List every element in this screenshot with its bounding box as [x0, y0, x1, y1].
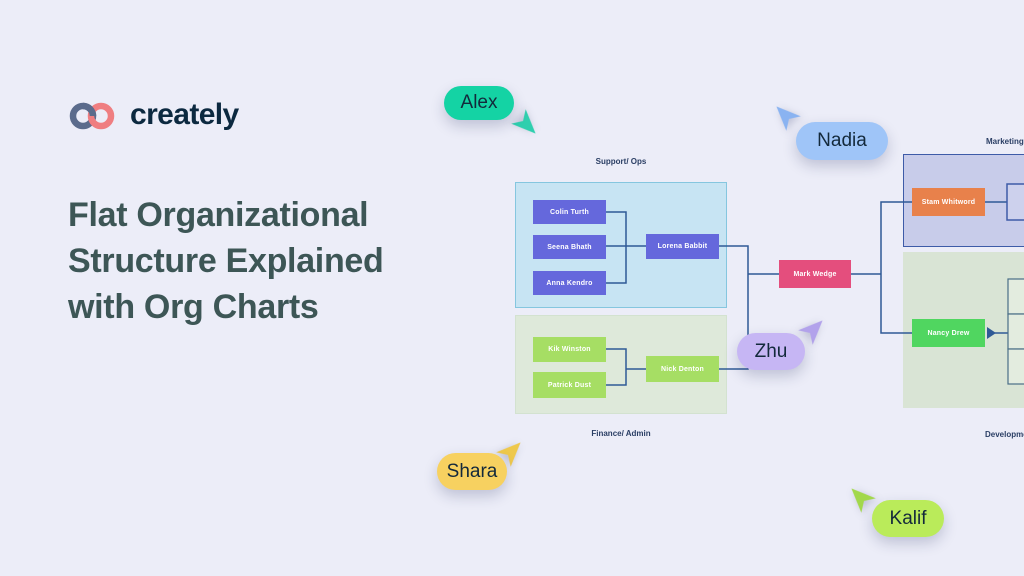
org-node-kik-winston: Kik Winston — [533, 337, 606, 362]
collaborator-pill-shara: Shara — [437, 453, 507, 490]
org-node-anna-kendro: Anna Kendro — [533, 271, 606, 295]
collaborator-name: Nadia — [817, 130, 867, 151]
section-label-marketing: Marketing — [986, 137, 1024, 146]
collaborator-name: Shara — [446, 460, 498, 482]
section-label-development: Development — [985, 430, 1024, 439]
section-label-support-ops: Support/ Ops — [595, 157, 647, 166]
logo-wordmark: creately — [130, 98, 239, 131]
collaborator-pill-kalif: Kalif — [872, 500, 944, 537]
shara-cursor-icon — [496, 442, 521, 467]
org-node-stam-whitword: Stam Whitword — [912, 188, 985, 216]
section-label-finance-admin: Finance/ Admin — [591, 429, 651, 438]
org-node-nancy-drew: Nancy Drew — [912, 319, 985, 347]
collaborator-pill-nadia: Nadia — [796, 122, 888, 160]
zhu-cursor-icon — [798, 320, 823, 345]
collaborator-pill-zhu: Zhu — [737, 333, 805, 370]
kalif-cursor-icon — [851, 488, 876, 513]
org-node-colin-turth: Colin Turth — [533, 200, 606, 224]
org-node-seena-bhath: Seena Bhath — [533, 235, 606, 259]
collaborator-name: Zhu — [754, 340, 788, 362]
title-line-2: Structure Explained — [68, 242, 384, 280]
collaborator-pill-alex: Alex — [444, 86, 514, 120]
title-line-3: with Org Charts — [68, 288, 319, 326]
org-node-patrick-dust: Patrick Dust — [533, 372, 606, 398]
org-node-mark-wedge: Mark Wedge — [779, 260, 851, 288]
collaborator-name: Kalif — [889, 507, 927, 529]
nadia-cursor-icon — [776, 106, 801, 131]
creately-logo-icon — [69, 102, 115, 130]
title-line-1: Flat Organizational — [68, 196, 369, 234]
org-node-lorena-babbit: Lorena Babbit — [646, 234, 719, 259]
page-title: Flat Organizational Structure Explained … — [68, 192, 384, 330]
alex-cursor-icon — [511, 109, 536, 134]
creately-logo[interactable]: creately — [68, 95, 239, 135]
collaborator-name: Alex — [460, 92, 498, 113]
org-node-nick-denton: Nick Denton — [646, 356, 719, 382]
